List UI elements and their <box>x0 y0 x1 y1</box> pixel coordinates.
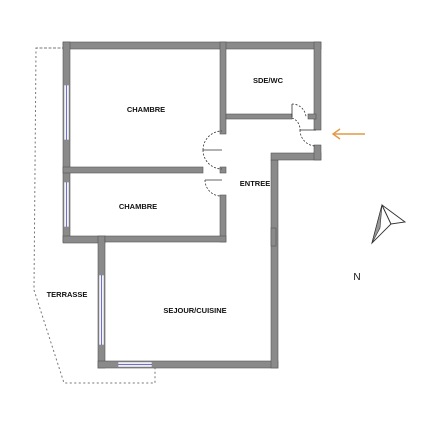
terrace-outline <box>33 47 156 384</box>
room-label-sde-wc: SDE/WC <box>253 76 284 85</box>
room-label-terrasse: TERRASSE <box>47 290 88 299</box>
compass-arrow-icon <box>371 203 407 245</box>
room-label-entree: ENTREE <box>240 179 270 188</box>
arrow-left-icon <box>331 128 365 140</box>
windows <box>63 84 153 368</box>
room-label-chambre-1: CHAMBRE <box>127 105 165 114</box>
room-label-chambre-2: CHAMBRE <box>119 202 157 211</box>
doors <box>202 103 317 197</box>
room-label-sejour-cuisine: SEJOUR/CUISINE <box>163 306 226 315</box>
north-label: N <box>353 272 360 283</box>
